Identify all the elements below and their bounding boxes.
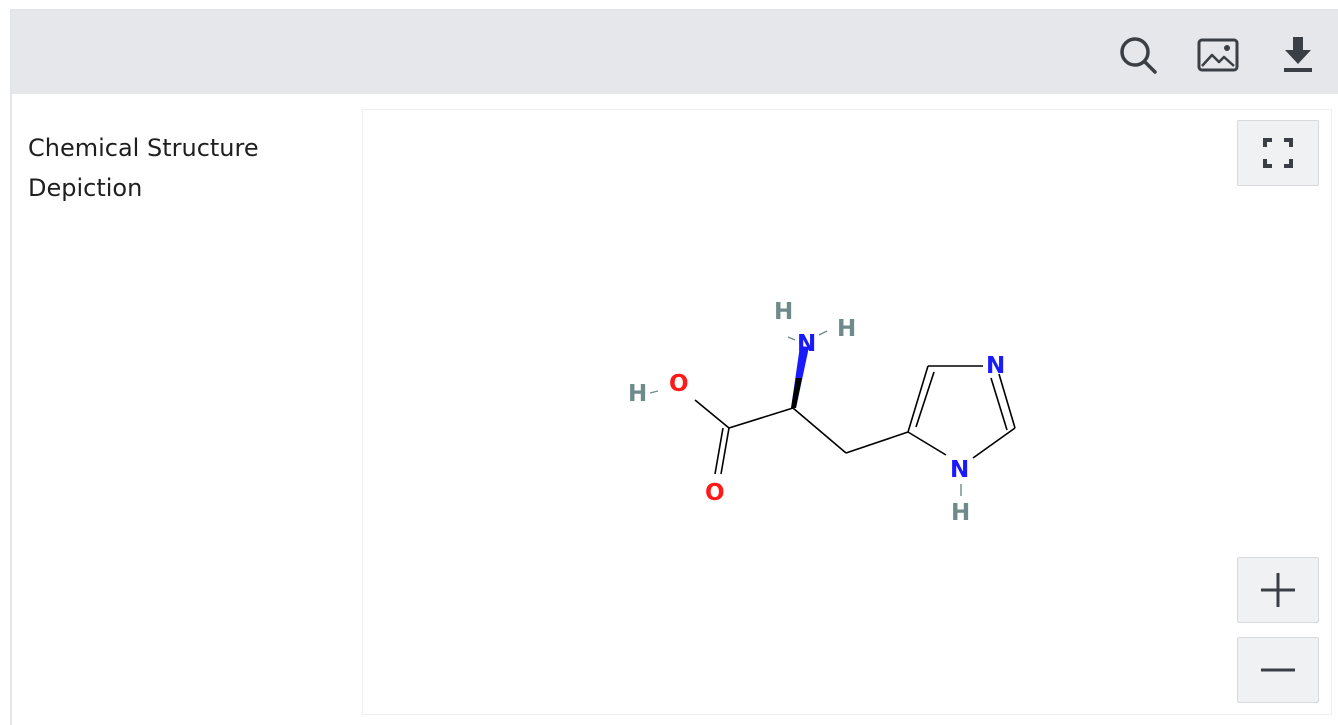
atom-label: H bbox=[951, 500, 970, 526]
atom-label: O bbox=[669, 371, 689, 397]
panel-frame bbox=[10, 9, 1338, 725]
search-button[interactable] bbox=[1116, 33, 1160, 77]
chemical-structure-drawing: H N H H O O N N H bbox=[628, 299, 1016, 526]
atom-label: O bbox=[705, 480, 725, 506]
atom-label: N bbox=[986, 353, 1005, 379]
atom-label: N bbox=[950, 457, 969, 483]
image-button[interactable] bbox=[1196, 33, 1240, 77]
toolbar bbox=[12, 11, 1338, 94]
atom-label: N bbox=[797, 331, 816, 357]
fullscreen-icon bbox=[1263, 138, 1293, 168]
zoom-in-icon bbox=[1261, 573, 1295, 607]
zoom-out-icon bbox=[1261, 668, 1295, 672]
fullscreen-button[interactable] bbox=[1237, 120, 1319, 186]
zoom-in-button[interactable] bbox=[1237, 557, 1319, 623]
atom-label: H bbox=[774, 299, 793, 325]
atom-label: H bbox=[837, 316, 856, 342]
atom-label: H bbox=[628, 381, 647, 407]
zoom-out-button[interactable] bbox=[1237, 637, 1319, 703]
structure-viewer[interactable]: H N H H O O N N H bbox=[362, 109, 1332, 715]
download-button[interactable] bbox=[1276, 33, 1320, 77]
image-icon bbox=[1197, 38, 1239, 72]
download-icon bbox=[1284, 37, 1312, 72]
search-icon bbox=[1120, 37, 1157, 74]
section-label: Chemical Structure Depiction bbox=[28, 134, 259, 202]
